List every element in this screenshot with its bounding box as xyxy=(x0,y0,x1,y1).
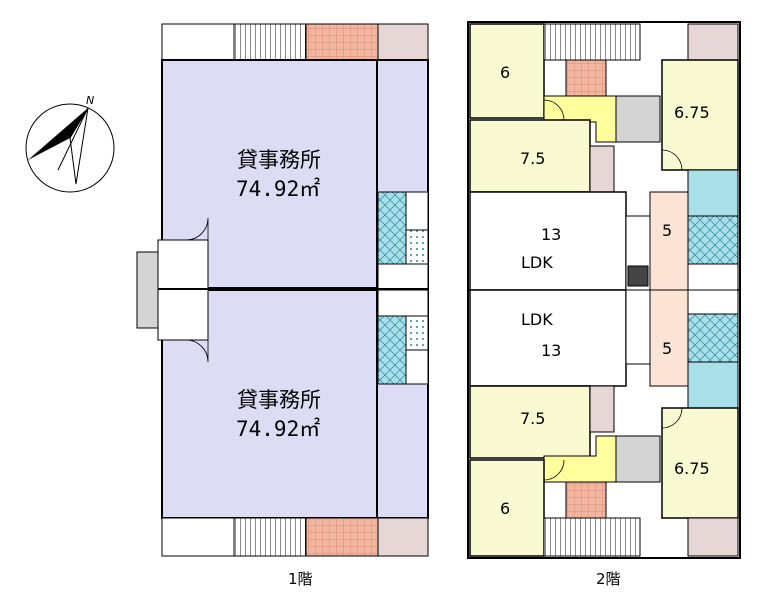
compass-arrow-light xyxy=(69,107,89,185)
upper-ldk-label: LDK xyxy=(521,253,553,272)
staircase-bottom xyxy=(233,517,307,557)
lower-ldk-label: LDK xyxy=(521,310,553,329)
closet-upper-mid xyxy=(589,145,615,193)
stair-lower xyxy=(543,517,641,557)
office-lower-name: 貸事務所 xyxy=(237,388,321,412)
bedroom-75-lower xyxy=(469,385,591,459)
closet-upper-top xyxy=(687,23,739,61)
staircase-top xyxy=(233,23,307,61)
bedroom-6-lower xyxy=(469,459,545,557)
lower-bedroom-75: 7.5 xyxy=(520,409,545,428)
compass: N xyxy=(25,94,115,193)
tiled-landing-bottom xyxy=(305,517,379,557)
floor-1-plan: 貸事務所 74.92㎡ 貸事務所 74.92㎡ 1階 xyxy=(136,23,429,588)
storage-top xyxy=(377,23,429,61)
bedroom-675-lower xyxy=(661,407,739,519)
bath-upper xyxy=(687,169,739,217)
floor-2-plan: 6 6.75 7.5 13 LDK 5 LDK 13 5 7.5 6.75 6 … xyxy=(467,21,741,588)
pantry-lower xyxy=(405,315,429,351)
compass-circle xyxy=(25,103,115,193)
stair-upper xyxy=(543,23,641,61)
door-swing-2f-b xyxy=(661,149,683,171)
bath-lower xyxy=(687,361,739,409)
upper-bedroom-75: 7.5 xyxy=(520,149,545,168)
entry-porch-top xyxy=(161,23,235,61)
washroom-lower-2f xyxy=(687,313,739,363)
office-upper-name: 貸事務所 xyxy=(237,148,321,172)
ldk-upper xyxy=(469,191,627,291)
lower-ldk-size: 13 xyxy=(541,341,561,360)
compass-arrow-dark xyxy=(28,108,88,160)
storage-bottom xyxy=(377,517,429,557)
toilet-lower-2f xyxy=(687,289,739,315)
tiled-landing-top xyxy=(305,23,379,61)
toilet-upper-2f xyxy=(687,263,739,291)
door-swing-left-lower xyxy=(185,339,209,363)
toilet-mid-upper xyxy=(377,263,429,291)
washroom-upper-2f xyxy=(687,215,739,265)
compass-needle xyxy=(57,107,89,171)
door-swing-2f-a xyxy=(543,99,565,121)
door-swing-left-upper xyxy=(185,217,209,241)
bedroom-675-upper xyxy=(661,59,739,171)
upper-bedroom-675: 6.75 xyxy=(674,103,710,122)
kitchen-upper xyxy=(649,191,689,291)
office-upper-area: 74.92㎡ xyxy=(236,177,320,201)
toilet-mid-lower xyxy=(377,289,429,317)
stove-upper xyxy=(627,265,649,287)
bedroom-6-upper xyxy=(469,23,545,119)
left-entrance-steps xyxy=(136,251,159,329)
bedroom-75-upper xyxy=(469,119,591,193)
lower-bedroom-675: 6.75 xyxy=(674,459,710,478)
counter-lower xyxy=(625,289,651,365)
entry-porch-bottom xyxy=(161,517,235,557)
toilet-lower xyxy=(405,349,429,385)
upper-kitchen: 5 xyxy=(662,221,672,240)
washroom-upper xyxy=(377,191,407,265)
washroom-lower xyxy=(377,315,407,385)
ldk-lower xyxy=(469,289,627,387)
tiled-entry-upper xyxy=(565,59,607,97)
upper-ldk-size: 13 xyxy=(541,225,561,244)
floor-1-caption: 1階 xyxy=(288,570,313,588)
door-swing-2f-d xyxy=(661,407,683,429)
upper-bedroom-6: 6 xyxy=(500,63,510,82)
door-swing-2f-c xyxy=(543,459,565,481)
floor-2-caption: 2階 xyxy=(596,570,621,588)
utility-lower xyxy=(615,435,661,483)
office-lower-area: 74.92㎡ xyxy=(236,417,320,441)
closet-lower-mid xyxy=(589,385,615,433)
closet-lower-bottom xyxy=(687,517,739,557)
utility-upper xyxy=(615,95,661,143)
kitchen-lower xyxy=(649,289,689,387)
lower-kitchen: 5 xyxy=(662,339,672,358)
lower-bedroom-6: 6 xyxy=(500,499,510,518)
pantry-upper xyxy=(405,229,429,265)
tiled-entry-lower xyxy=(565,481,607,519)
north-label: N xyxy=(86,94,94,107)
